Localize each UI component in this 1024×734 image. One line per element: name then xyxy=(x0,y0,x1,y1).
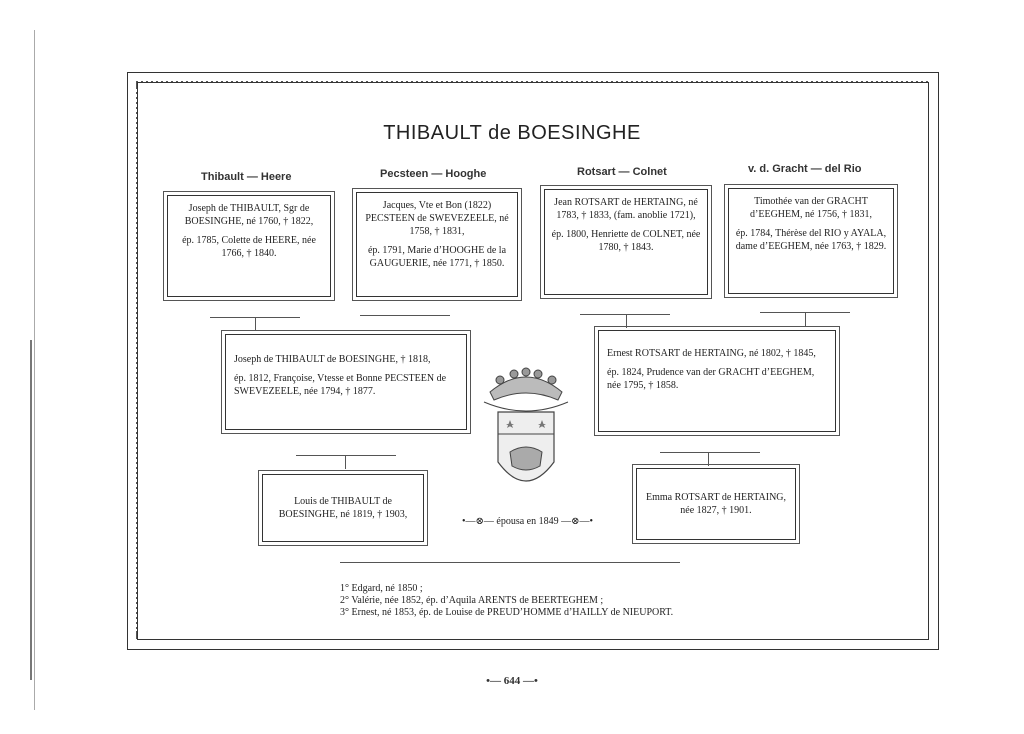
scan-artifact-left-2 xyxy=(30,340,32,680)
connector-tick xyxy=(255,317,256,331)
connector-swash xyxy=(360,315,450,316)
connector-tick xyxy=(708,452,709,466)
scan-artifact-left xyxy=(34,30,35,710)
child-entry: 1° Edgard, né 1850 ; xyxy=(340,583,423,594)
connector-swash xyxy=(580,314,670,315)
child-box-emma: Emma ROTSART de HERTAING, née 1827, † 19… xyxy=(632,464,800,544)
column-header-gracht: v. d. Gracht — del Rio xyxy=(748,163,862,175)
coat-of-arms-icon xyxy=(483,367,569,482)
page-border-inner xyxy=(137,82,929,640)
marriage-note: •—⊗— épousa en 1849 —⊗—• xyxy=(462,516,593,527)
child-entry: 3° Ernest, né 1853, ép. de Louise de PRE… xyxy=(340,607,674,618)
page-border-outer xyxy=(127,72,939,650)
parent-line: Joseph de THIBAULT de BOESINGHE, † 1818, xyxy=(234,354,431,365)
children-list: 1° Edgard, né 1850 ; 2° Valérie, née 185… xyxy=(340,583,673,619)
connector-tick xyxy=(805,312,806,326)
ancestor-box-thibault: Joseph de THIBAULT, Sgr de BOESINGHE, né… xyxy=(163,191,335,301)
ancestor-box-gracht: Timothée van der GRACHT d’EEGHEM, né 175… xyxy=(724,184,898,298)
page-title: THIBAULT de BOESINGHE xyxy=(383,122,641,144)
child-line: Louis de THIBAULT de BOESINGHE, né 1819,… xyxy=(278,496,408,520)
child-entry: 2° Valérie, née 1852, ép. d’Aquila ARENT… xyxy=(340,595,604,606)
connector-swash xyxy=(340,562,680,563)
child-line: Emma ROTSART de HERTAING, née 1827, † 19… xyxy=(645,492,787,516)
connector-tick xyxy=(345,455,346,469)
child-box-louis: Louis de THIBAULT de BOESINGHE, né 1819,… xyxy=(258,470,428,546)
ancestor-line: Jacques, Vte et Bon (1822) PECSTEEN de S… xyxy=(365,200,509,237)
parent-line: ép. 1824, Prudence van der GRACHT d’EEGH… xyxy=(607,367,815,391)
ancestor-line: ép. 1785, Colette de HEERE, née 1766, † … xyxy=(182,235,316,259)
column-header-rotsart: Rotsart — Colnet xyxy=(577,166,667,178)
parent-line: Ernest ROTSART de HERTAING, né 1802, † 1… xyxy=(607,348,816,359)
ancestor-box-rotsart: Jean ROTSART de HERTAING, né 1783, † 183… xyxy=(540,185,712,299)
column-header-thibault: Thibault — Heere xyxy=(201,171,292,183)
ancestor-line: Jean ROTSART de HERTAING, né 1783, † 183… xyxy=(554,197,698,221)
connector-swash xyxy=(296,455,396,456)
connector-swash xyxy=(660,452,760,453)
parent-line: ép. 1812, Françoise, Vtesse et Bonne PEC… xyxy=(234,373,447,397)
ancestor-line: Timothée van der GRACHT d’EEGHEM, né 175… xyxy=(750,196,872,220)
ancestor-line: ép. 1791, Marie d’HOOGHE de la GAUGUERIE… xyxy=(367,245,507,269)
connector-tick xyxy=(626,314,627,328)
ancestor-line: ép. 1784, Thérèse del RIO y AYALA, dame … xyxy=(735,228,887,252)
ancestor-line: Joseph de THIBAULT, Sgr de BOESINGHE, né… xyxy=(184,203,314,227)
parent-box-rotsart: Ernest ROTSART de HERTAING, né 1802, † 1… xyxy=(594,326,840,436)
column-header-pecsteen: Pecsteen — Hooghe xyxy=(380,168,487,180)
parent-box-thibault: Joseph de THIBAULT de BOESINGHE, † 1818,… xyxy=(221,330,471,434)
page-number: •— 644 —• xyxy=(486,675,538,687)
ancestor-line: ép. 1800, Henriette de COLNET, née 1780,… xyxy=(551,229,701,253)
ancestor-box-pecsteen: Jacques, Vte et Bon (1822) PECSTEEN de S… xyxy=(352,188,522,301)
